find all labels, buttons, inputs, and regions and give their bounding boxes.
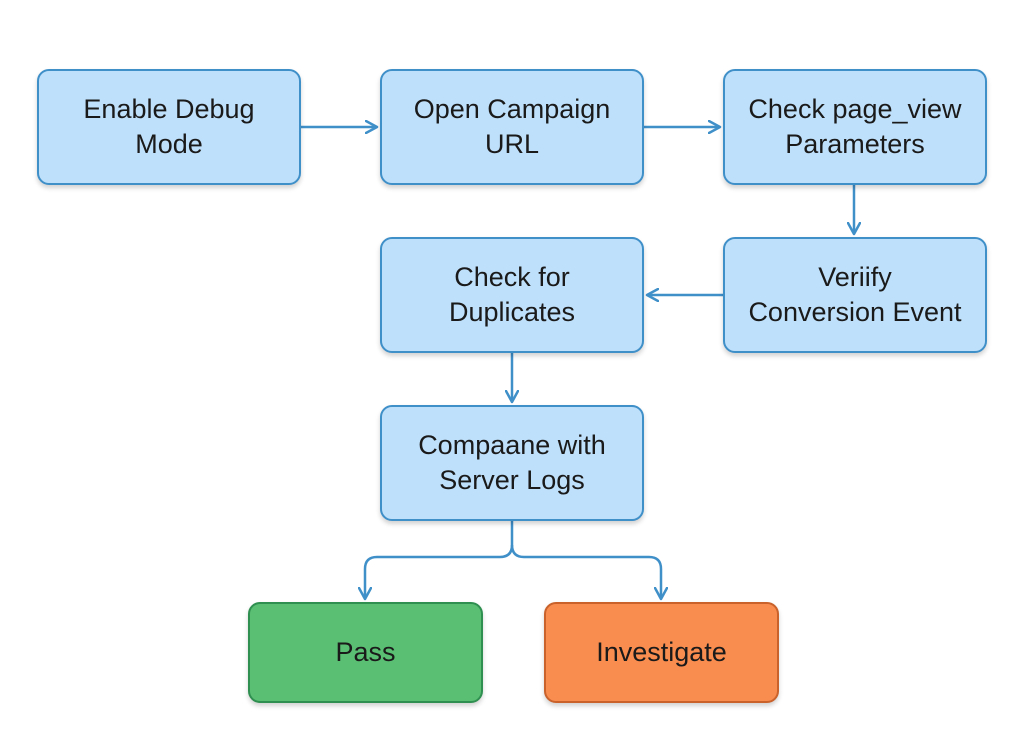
arrow-compare-logs-to-investigate — [510, 544, 661, 599]
step-open-campaign-url: Open Campaign URL — [380, 69, 644, 185]
step-enable-debug-mode: Enable Debug Mode — [37, 69, 301, 185]
outcome-pass: Pass — [248, 602, 483, 703]
step-verify-conversion-event: Veriify Conversion Event — [723, 237, 987, 353]
step-check-page-view-parameters: Check page_view Parameters — [723, 69, 987, 185]
arrow-compare-logs-to-pass — [365, 521, 514, 599]
step-check-for-duplicates: Check for Duplicates — [380, 237, 644, 353]
step-compare-with-server-logs: Compaane with Server Logs — [380, 405, 644, 521]
outcome-investigate: Investigate — [544, 602, 779, 703]
